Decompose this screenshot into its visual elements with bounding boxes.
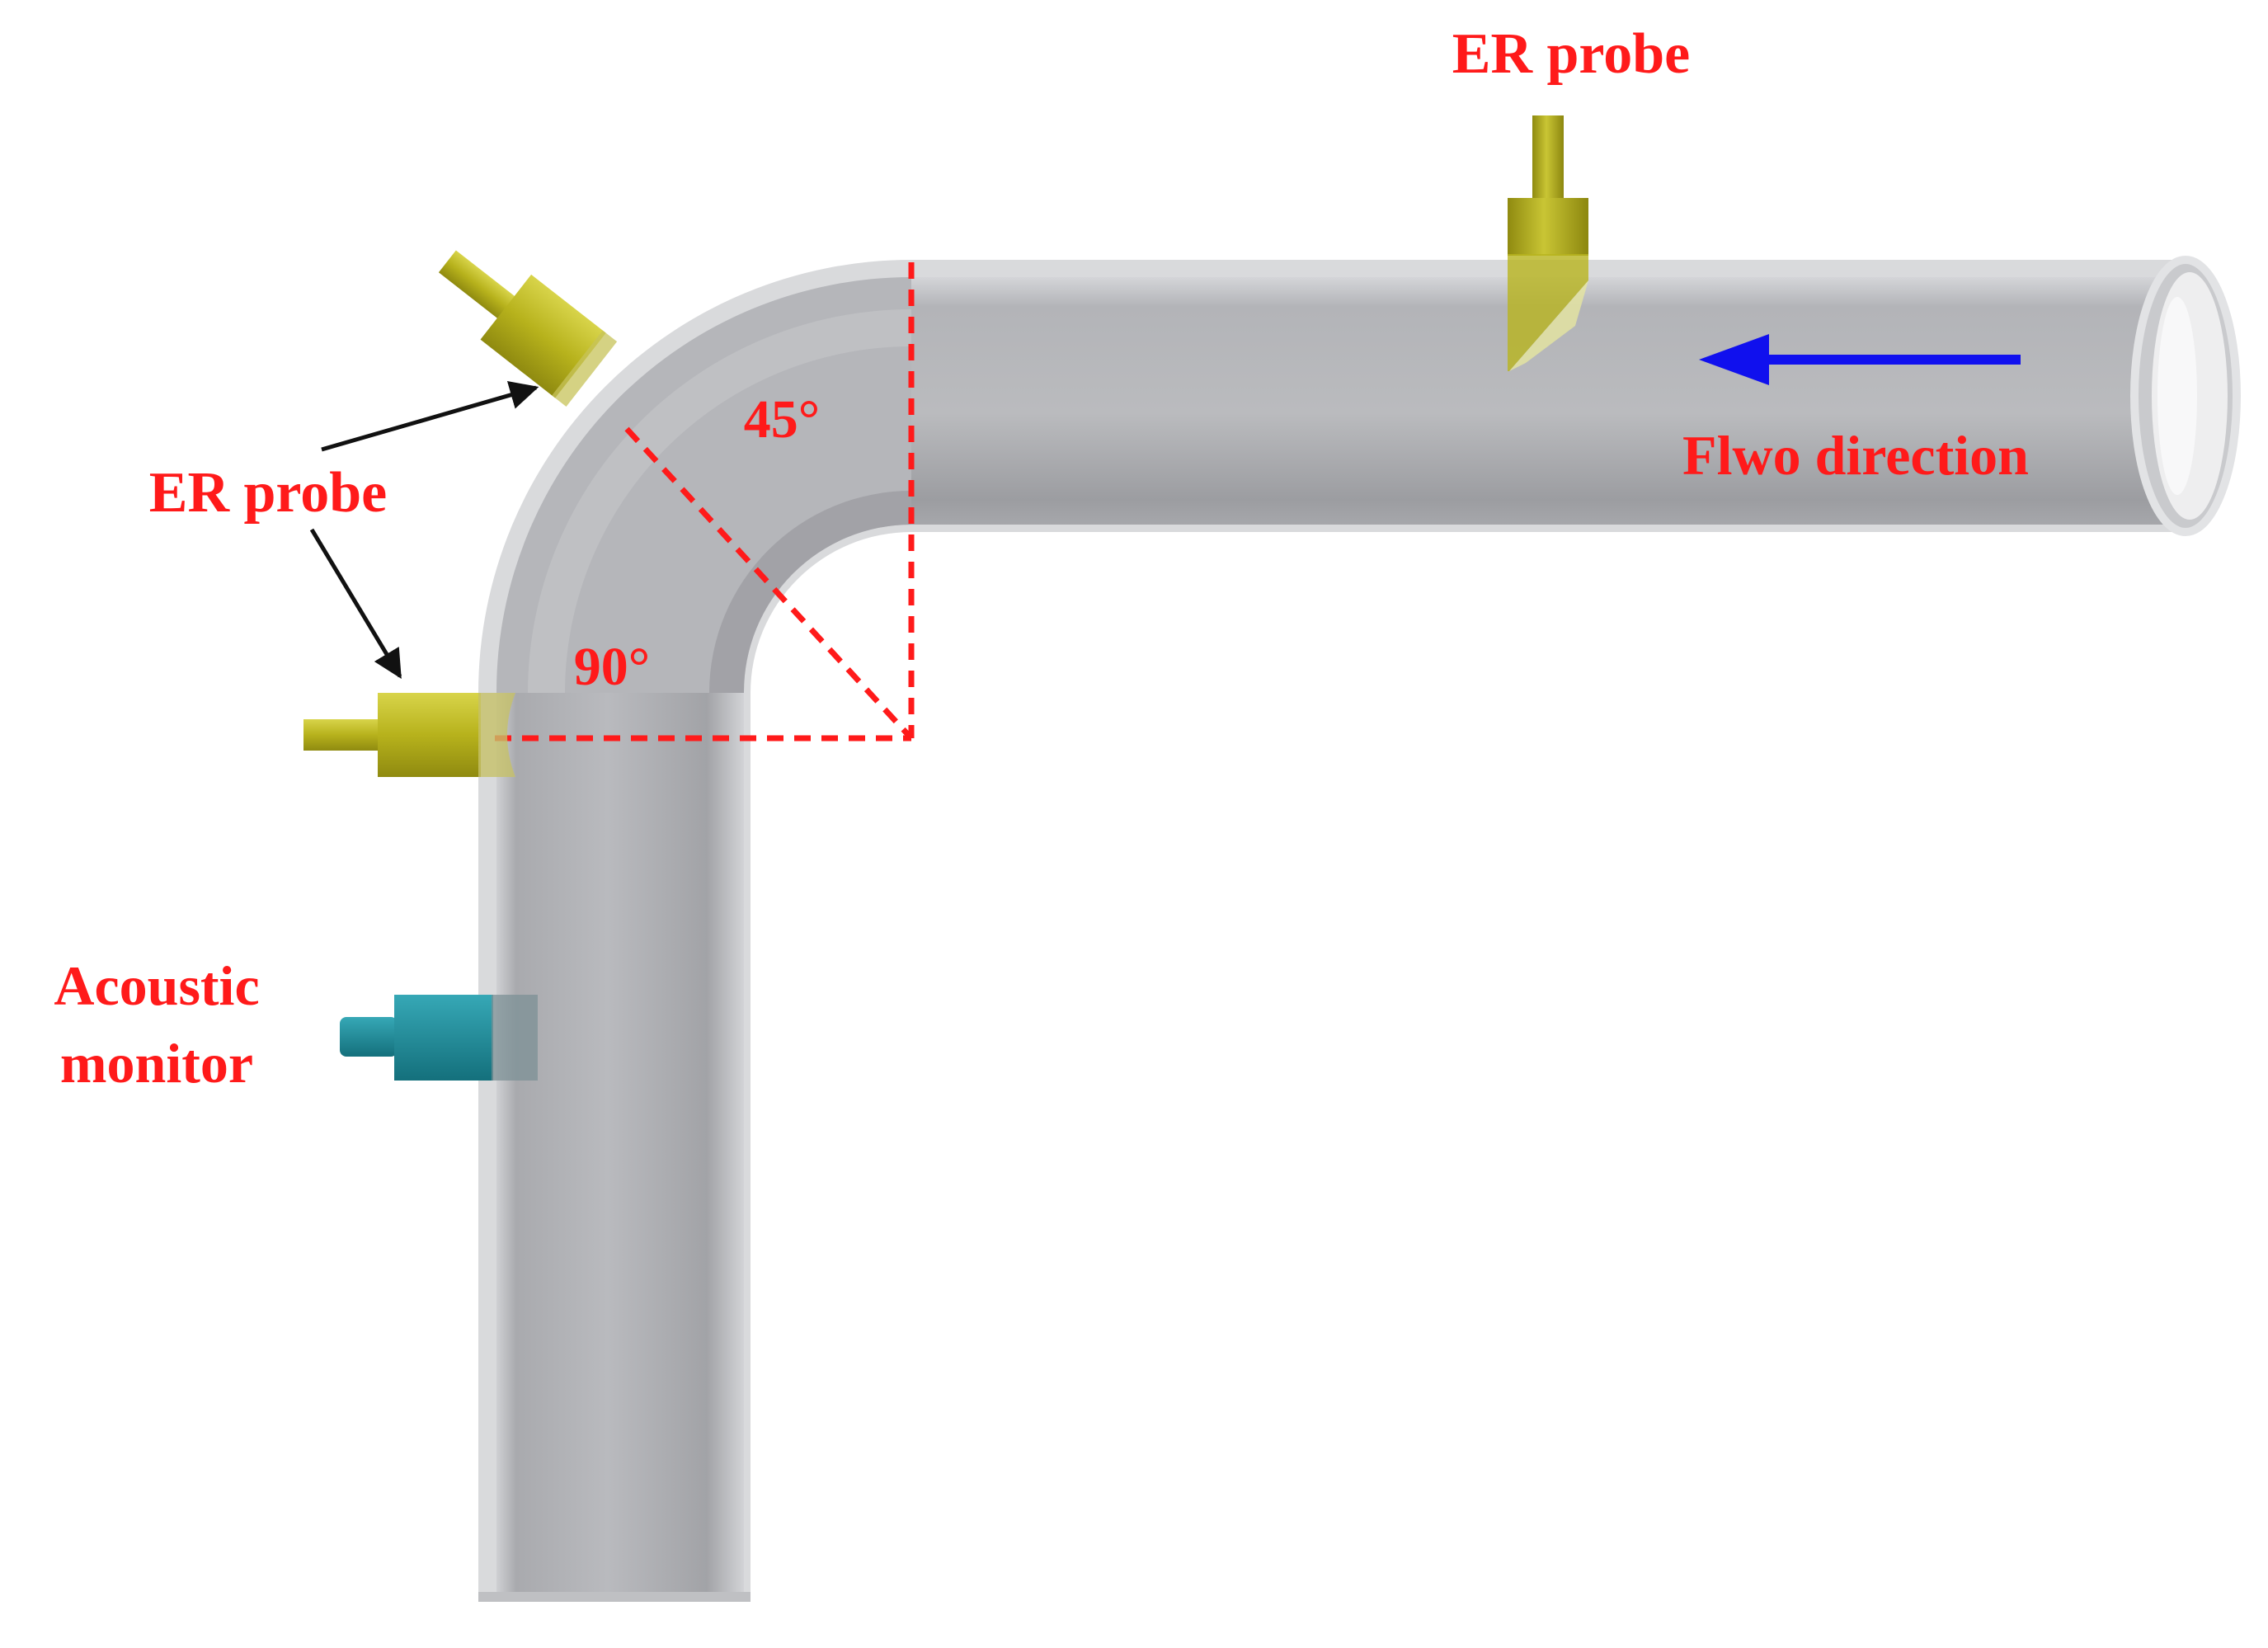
angle-45-label: 45° [744,389,820,450]
er-probe-top-label: ER probe [1452,22,1690,86]
acoustic-label-line2: monitor [60,1032,253,1095]
acoustic-monitor [340,995,538,1081]
vertical-pipe [496,693,744,1600]
er-probe-90 [303,693,515,777]
acoustic-label-line1: Acoustic [54,954,259,1017]
diagonal-guide-line [624,426,914,741]
angle-guides [495,262,915,742]
er-probe-45 [438,250,618,407]
er-probe-left-label: ER probe [149,461,387,525]
pipe-elbow [496,277,911,693]
arrow-left-icon [1699,334,2021,385]
er-probe-top [1508,115,1588,371]
arrow-icon [309,380,539,679]
flow-direction-label: Flwo direction [1682,424,2029,487]
angle-90-label: 90° [574,637,650,697]
